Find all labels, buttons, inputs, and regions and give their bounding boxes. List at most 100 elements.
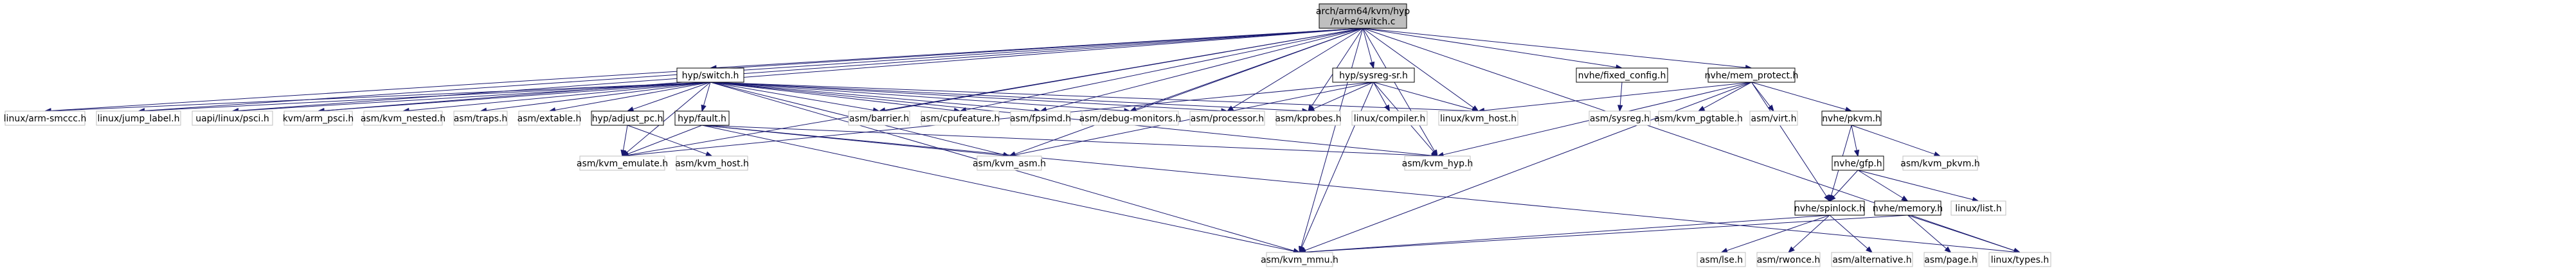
edge-hyp_sysreg_sr_h-to-linux_kvm_host_h bbox=[1373, 82, 1479, 112]
edge-root-to-linux_jump_label_h bbox=[138, 28, 1364, 114]
edge-root-to-nvhe_fixed_config_h bbox=[1362, 28, 1623, 70]
edge-line bbox=[238, 28, 1364, 111]
node-nvhe-mem-protect-h[interactable]: nvhe/mem_protect.h bbox=[1705, 67, 1799, 83]
node-asm-debug-monitors-h: asm/debug-monitors.h bbox=[1079, 110, 1182, 126]
edge-root-to-kvm_arm_psci_h bbox=[317, 28, 1364, 114]
edge-line bbox=[1301, 82, 1374, 247]
arrowhead-icon bbox=[1369, 61, 1375, 69]
node-label: asm/debug-monitors.h bbox=[1079, 114, 1182, 124]
node-nvhe-fixed-config-h[interactable]: nvhe/fixed_config.h bbox=[1576, 67, 1668, 83]
edge-nvhe_gfp_h-to-nvhe_spinlock_h bbox=[1829, 170, 1859, 202]
node-label: nvhe/memory.h bbox=[1873, 204, 1943, 214]
node-label: asm/kvm_mmu.h bbox=[1261, 255, 1338, 265]
arrowhead-icon bbox=[1767, 104, 1774, 112]
edge-line bbox=[1751, 82, 1770, 107]
node-label: asm/kvm_hyp.h bbox=[1402, 159, 1473, 169]
edge-line bbox=[966, 28, 1364, 110]
edge-hyp_switch_h-to-linux_arm_smccc_h bbox=[44, 82, 711, 114]
edge-line bbox=[238, 82, 711, 111]
node-root[interactable]: arch/arm64/kvm/hyp/nvhe/switch.c bbox=[1316, 3, 1410, 29]
node-label: nvhe/mem_protect.h bbox=[1705, 71, 1799, 81]
edge-nvhe_memory_h-to-asm_kvm_mmu_h bbox=[1299, 215, 1908, 255]
node-hyp-sysreg-sr-h[interactable]: hyp/sysreg-sr.h bbox=[1332, 67, 1415, 83]
node-label: asm/alternative.h bbox=[1832, 255, 1911, 265]
edge-line bbox=[710, 82, 1035, 111]
arrowhead-icon bbox=[1944, 246, 1952, 253]
edge-root-to-hyp_sysreg_sr_h bbox=[1362, 28, 1375, 69]
edge-line bbox=[1304, 82, 1752, 251]
node-hyp-adjust-pc-h[interactable]: hyp/adjust_pc.h bbox=[591, 110, 664, 126]
node-asm-processor-h: asm/processor.h bbox=[1189, 110, 1265, 126]
node-box bbox=[1831, 252, 1913, 267]
edge-nvhe_pkvm_h-to-nvhe_gfp_h bbox=[1851, 125, 1860, 157]
arrowhead-icon bbox=[626, 106, 635, 112]
node-label: linux/list.h bbox=[1955, 204, 2001, 214]
node-linux-compiler-h: linux/compiler.h bbox=[1351, 110, 1428, 126]
node-box bbox=[284, 110, 353, 126]
node-asm-rwonce-h: asm/rwonce.h bbox=[1756, 252, 1821, 267]
edge-line bbox=[1619, 82, 1623, 106]
edge-line bbox=[701, 125, 1432, 157]
edge-line bbox=[627, 125, 703, 155]
edge-hyp_switch_h-to-kvm_arm_psci_h bbox=[317, 82, 711, 114]
edge-nvhe_fixed_config_h-to-asm_sysreg_h bbox=[1617, 82, 1623, 112]
arrowhead-icon bbox=[1866, 246, 1873, 253]
node-label: asm/processor.h bbox=[1191, 114, 1264, 124]
edge-line bbox=[701, 125, 1294, 252]
node-box bbox=[977, 155, 1042, 171]
edge-line bbox=[1792, 215, 1830, 249]
node-box bbox=[1832, 155, 1884, 171]
node-asm-barrier-h: asm/barrier.h bbox=[848, 110, 910, 126]
node-box bbox=[1351, 110, 1428, 126]
node-box bbox=[1266, 252, 1333, 267]
node-nvhe-gfp-h[interactable]: nvhe/gfp.h bbox=[1832, 155, 1884, 171]
node-asm-traps-h: asm/traps.h bbox=[453, 110, 508, 126]
node-linux-arm-smccc-h: linux/arm-smccc.h bbox=[4, 110, 87, 126]
node-linux-jump-label-h: linux/jump_label.h bbox=[96, 110, 181, 126]
node-label: asm/kprobes.h bbox=[1275, 114, 1341, 124]
edge-nvhe_spinlock_h-to-asm_alternative_h bbox=[1829, 215, 1873, 253]
node-label: asm/cpufeature.h bbox=[921, 114, 1000, 124]
arrowhead-icon bbox=[1431, 150, 1438, 157]
node-label: asm/kvm_asm.h bbox=[973, 159, 1046, 169]
node-box bbox=[1794, 200, 1865, 216]
node-nvhe-pkvm-h[interactable]: nvhe/pkvm.h bbox=[1821, 110, 1882, 126]
edge-line bbox=[1857, 170, 1973, 200]
node-label: linux/arm-smccc.h bbox=[4, 114, 87, 124]
edge-line bbox=[1362, 28, 1474, 109]
edge-line bbox=[710, 82, 1303, 112]
edge-line bbox=[1305, 215, 1908, 252]
edge-hyp_fault_h-to-asm_kvm_emulate_h bbox=[621, 125, 703, 157]
edge-line bbox=[323, 82, 711, 111]
node-label: asm/kvm_host.h bbox=[675, 159, 749, 169]
edge-line bbox=[1907, 215, 1947, 249]
edge-line bbox=[710, 82, 955, 111]
edge-nvhe_mem_protect_h-to-nvhe_spinlock_h bbox=[1751, 82, 1830, 202]
node-hyp-switch-h[interactable]: hyp/switch.h bbox=[676, 67, 744, 83]
edges-layer bbox=[44, 28, 2021, 255]
edge-hyp_sysreg_sr_h-to-asm_kprobes_h bbox=[1307, 82, 1374, 112]
node-box bbox=[1707, 67, 1796, 83]
edge-hyp_switch_h-to-asm_kvm_nested_h bbox=[402, 82, 711, 114]
node-box bbox=[674, 110, 730, 126]
node-box bbox=[1902, 155, 1978, 171]
node-nvhe-spinlock-h[interactable]: nvhe/spinlock.h bbox=[1794, 200, 1865, 216]
node-nvhe-memory-h[interactable]: nvhe/memory.h bbox=[1873, 200, 1943, 216]
node-hyp-fault-h[interactable]: hyp/fault.h bbox=[674, 110, 730, 126]
node-box bbox=[1189, 110, 1265, 126]
node-label: asm/fpsimd.h bbox=[1010, 114, 1071, 124]
node-box bbox=[1821, 110, 1882, 126]
node-box bbox=[1010, 110, 1071, 126]
node-label: arch/arm64/kvm/hyp bbox=[1316, 6, 1410, 17]
node-box bbox=[1756, 252, 1821, 267]
node-label: asm/kvm_emulate.h bbox=[577, 159, 668, 169]
node-label: /nvhe/switch.c bbox=[1331, 17, 1396, 27]
edge-line bbox=[1857, 170, 1904, 198]
node-asm-kvm-mmu-h: asm/kvm_mmu.h bbox=[1261, 252, 1338, 267]
arrowhead-icon bbox=[620, 149, 626, 157]
node-label: hyp/sysreg-sr.h bbox=[1339, 71, 1408, 81]
node-box bbox=[848, 110, 910, 126]
node-label: asm/kvm_pgtable.h bbox=[1654, 114, 1743, 124]
node-box bbox=[1576, 67, 1668, 83]
